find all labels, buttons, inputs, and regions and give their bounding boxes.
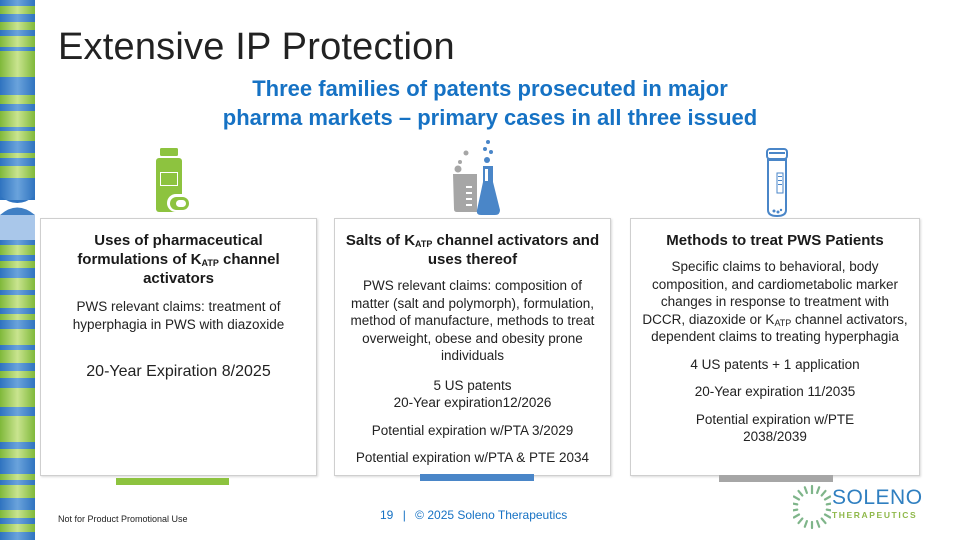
medicine-bottle-pill-icon — [156, 148, 191, 212]
card-accent-bar-blue — [420, 474, 534, 481]
slide-subtitle: Three families of patents prosecuted in … — [170, 74, 810, 132]
logo-tagline: THERAPEUTICS — [832, 510, 918, 520]
lab-beaker-flask-icon — [453, 140, 500, 215]
page-number: 19 — [380, 508, 394, 522]
footer-separator: | — [402, 508, 406, 522]
card-pta-expiration: Potential expiration w/PTA 3/2029 — [371, 422, 574, 438]
disclaimer: Not for Product Promotional Use — [58, 514, 188, 524]
card-pta-pte-expiration: Potential expiration w/PTA & PTE 2034 — [355, 450, 590, 465]
card-title: Methods to treat PWS Patients — [666, 232, 884, 249]
patent-family-card-uses: Uses of pharmaceutical formulations of K… — [40, 218, 317, 476]
card-accent-bar-green — [116, 478, 229, 485]
logo-name: SOLENO — [832, 486, 923, 509]
patent-family-card-methods: Methods to treat PWS Patients Specific c… — [630, 218, 920, 476]
card-expiration: 20-Year Expiration 8/2025 — [86, 363, 271, 380]
card-accent-bar-gray — [719, 475, 833, 482]
sample-vial-icon — [766, 148, 788, 218]
card-claims: PWS relevant claims: composition of matt… — [350, 278, 595, 363]
card-claims: Specific claims to behavioral, body comp… — [642, 259, 908, 344]
card-title: Uses of pharmaceutical formulations of K… — [77, 232, 280, 287]
subtitle-line-2: pharma markets – primary cases in all th… — [222, 105, 758, 130]
soleno-logo: SOLENO THERAPEUTICS — [793, 484, 923, 530]
sunburst-icon — [793, 484, 831, 530]
card-pte-expiration: Potential expiration w/PTE 2038/2039 — [695, 411, 855, 445]
card-patent-count: 5 US patents — [433, 377, 512, 393]
card-expiration: 20-Year expiration 11/2035 — [694, 384, 856, 399]
card-title: Salts of KATP channel activators and use… — [345, 232, 600, 268]
card-claims: PWS relevant claims: treatment of hyperp… — [72, 299, 285, 332]
subtitle-line-1: Three families of patents prosecuted in … — [252, 76, 728, 101]
patent-family-card-salts: Salts of KATP channel activators and use… — [334, 218, 611, 476]
card-patent-count: 4 US patents + 1 application — [690, 356, 860, 372]
chromosome-decoration — [0, 0, 35, 540]
page-footer: 19 | © 2025 Soleno Therapeutics — [380, 508, 567, 522]
card-expiration: 20-Year expiration12/2026 — [393, 395, 552, 410]
copyright: © 2025 Soleno Therapeutics — [415, 508, 568, 522]
page-title: Extensive IP Protection — [58, 26, 455, 68]
